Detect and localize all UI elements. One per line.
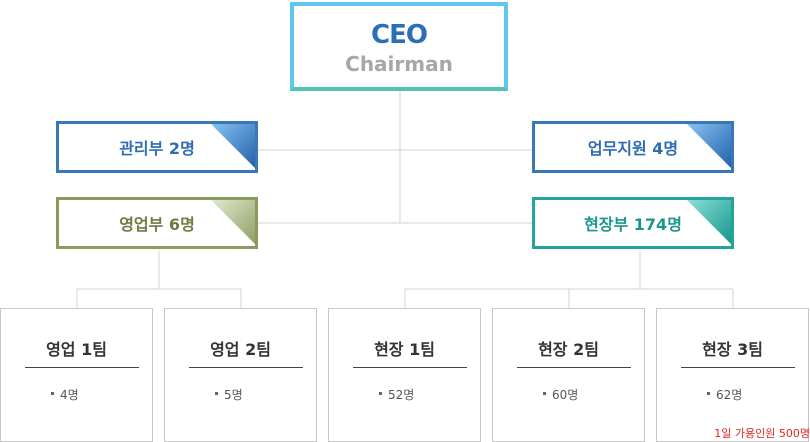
ceo-title: CEO [371,20,428,50]
team-divider [681,367,795,368]
department-label: 업무지원 4명 [587,139,679,158]
team-box-field-2: 현장 2팀 60명 [492,308,645,442]
team-box-sales-2: 영업 2팀 5명 [164,308,317,442]
team-count: 62명 [707,386,742,403]
team-count-value: 5명 [224,388,243,402]
department-label: 현장부 174명 [584,215,682,234]
corner-fold-icon [208,200,255,246]
team-title: 영업 1팀 [46,340,107,359]
team-count: 52명 [379,386,414,403]
team-count: 60명 [543,386,578,403]
department-label: 관리부 2명 [119,139,195,158]
ceo-subtitle: Chairman [345,52,453,76]
bullet-icon [379,392,382,395]
department-box-support: 업무지원 4명 [532,121,734,173]
bullet-icon [51,392,54,395]
department-box-sales: 영업부 6명 [56,197,258,249]
team-title: 영업 2팀 [210,340,271,359]
corner-fold-icon [208,124,255,170]
bullet-icon [215,392,218,395]
department-box-admin: 관리부 2명 [56,121,258,173]
department-box-field: 현장부 174명 [532,197,734,249]
daily-available-personnel-note: 1일 가용인원 500명 [714,427,810,440]
team-count-value: 60명 [552,388,579,402]
bullet-icon [543,392,546,395]
team-count: 4명 [51,386,79,403]
team-count-value: 62명 [716,388,743,402]
team-title: 현장 2팀 [538,340,599,359]
team-divider [517,367,631,368]
team-count: 5명 [215,386,243,403]
department-label: 영업부 6명 [119,215,195,234]
team-divider [189,367,303,368]
team-divider [25,367,139,368]
team-box-sales-1: 영업 1팀 4명 [0,308,153,442]
team-title: 현장 1팀 [374,340,435,359]
team-box-field-3: 현장 3팀 62명 [656,308,809,442]
corner-fold-icon [684,200,731,246]
team-divider [353,367,467,368]
corner-fold-icon [684,124,731,170]
team-count-value: 52명 [388,388,415,402]
bullet-icon [707,392,710,395]
team-title: 현장 3팀 [702,340,763,359]
team-box-field-1: 현장 1팀 52명 [328,308,481,442]
ceo-box: CEO Chairman [290,2,508,91]
team-count-value: 4명 [60,388,79,402]
